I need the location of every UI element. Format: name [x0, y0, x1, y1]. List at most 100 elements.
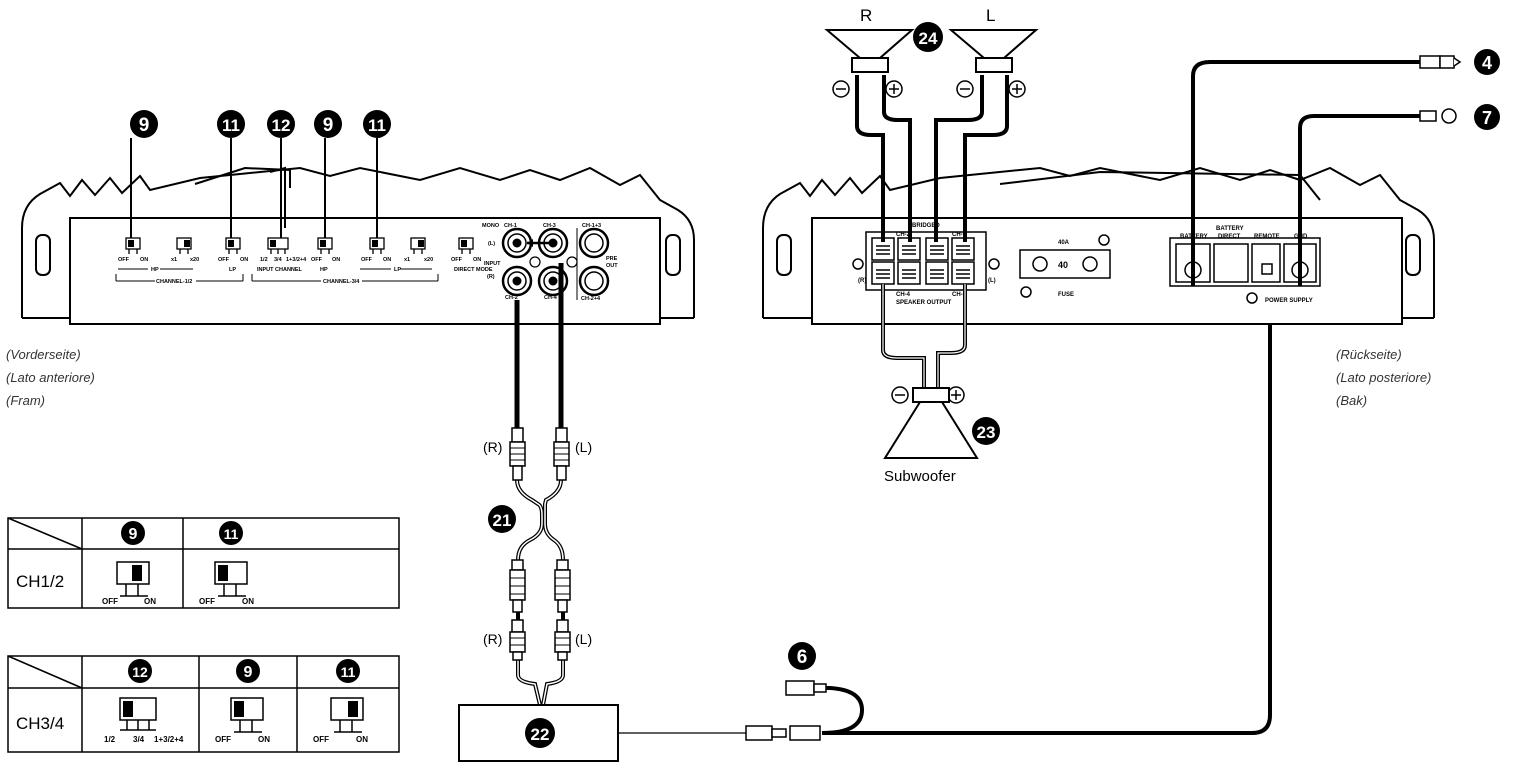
- front-callouts: 9 11 12 9 11: [130, 110, 391, 138]
- svg-text:LP: LP: [394, 267, 401, 273]
- t2-switch-3: [330, 697, 364, 733]
- svg-text:OFF: OFF: [118, 257, 130, 263]
- t1-switch-2: [214, 561, 248, 597]
- svg-text:(Bak): (Bak): [1336, 393, 1367, 408]
- callout-24: 24: [913, 22, 943, 52]
- svg-text:(Lato posteriore): (Lato posteriore): [1336, 370, 1431, 385]
- rear-amplifier: [762, 166, 1435, 325]
- t2-row-label: CH3/4: [16, 714, 64, 733]
- t2-callout-12: 12: [128, 659, 152, 683]
- callout-6: 6: [788, 642, 816, 670]
- svg-text:ON: ON: [473, 257, 481, 263]
- svg-text:x20: x20: [190, 257, 199, 263]
- battery-connector: [1419, 55, 1462, 69]
- svg-text:ON: ON: [258, 735, 270, 744]
- svg-text:11: 11: [224, 526, 239, 542]
- t2-callout-11: 11: [336, 659, 360, 683]
- t2-switch-1: [119, 697, 157, 731]
- t1-row-label: CH1/2: [16, 572, 64, 591]
- svg-text:ON: ON: [356, 735, 368, 744]
- svg-text:DIRECT: DIRECT: [1218, 234, 1241, 240]
- svg-text:OFF: OFF: [311, 257, 323, 263]
- ground-connector: [1419, 108, 1457, 124]
- svg-text:SPEAKER OUTPUT: SPEAKER OUTPUT: [896, 300, 952, 306]
- svg-text:FUSE: FUSE: [1058, 292, 1074, 298]
- svg-text:9: 9: [139, 115, 150, 136]
- cable-labels: (R) (L) (R) (L): [483, 439, 592, 647]
- svg-text:OFF: OFF: [102, 597, 118, 606]
- rca-plugs: [509, 427, 571, 661]
- t1-callout-9: 9: [121, 521, 145, 545]
- svg-text:INPUT CHANNEL: INPUT CHANNEL: [257, 267, 303, 273]
- svg-text:40: 40: [1058, 260, 1068, 270]
- svg-text:CH-1+3: CH-1+3: [582, 223, 601, 229]
- svg-text:OFF: OFF: [218, 257, 230, 263]
- svg-text:(R): (R): [483, 631, 502, 647]
- speaker-r: [824, 29, 915, 73]
- callout-21: 21: [488, 505, 516, 533]
- svg-text:BATTERY: BATTERY: [1216, 226, 1244, 232]
- svg-text:CH-1: CH-1: [504, 223, 517, 229]
- subwoofer-speaker: [883, 387, 979, 459]
- remote-lead: [618, 267, 1272, 735]
- callout-22: 22: [525, 718, 555, 748]
- svg-text:CH-3: CH-3: [952, 292, 967, 298]
- svg-text:HP: HP: [151, 267, 159, 273]
- table-ch34: [7, 655, 400, 753]
- svg-text:7: 7: [1482, 108, 1492, 128]
- svg-text:24: 24: [919, 29, 938, 48]
- speaker-l: [948, 29, 1039, 73]
- callout-11a: 11: [217, 110, 245, 138]
- svg-text:BRIDGED: BRIDGED: [912, 223, 940, 229]
- svg-text:12: 12: [132, 664, 148, 680]
- front-bracket-lines: [115, 268, 439, 282]
- svg-text:9: 9: [129, 526, 138, 543]
- svg-text:ON: ON: [240, 257, 248, 263]
- svg-text:MONO: MONO: [482, 223, 500, 229]
- speaker-l-label: L: [986, 6, 995, 25]
- svg-text:(Rückseite): (Rückseite): [1336, 347, 1402, 362]
- svg-text:OFF: OFF: [451, 257, 463, 263]
- svg-text:x1: x1: [171, 257, 177, 263]
- svg-text:40A: 40A: [1058, 240, 1070, 246]
- svg-text:(Lato anteriore): (Lato anteriore): [6, 370, 95, 385]
- callout-7: 7: [1474, 104, 1500, 130]
- svg-text:CH-2: CH-2: [896, 232, 911, 238]
- remote-connectors: [745, 680, 827, 741]
- svg-text:22: 22: [531, 725, 550, 744]
- svg-text:9: 9: [244, 664, 253, 681]
- svg-text:(Vorderseite): (Vorderseite): [6, 347, 81, 362]
- svg-text:9: 9: [323, 115, 334, 136]
- callout-23: 23: [972, 417, 1000, 445]
- svg-text:(R): (R): [858, 278, 866, 284]
- callout-11b: 11: [363, 110, 391, 138]
- svg-text:CH-2: CH-2: [505, 295, 518, 301]
- svg-text:ON: ON: [140, 257, 148, 263]
- svg-text:DIRECT MODE: DIRECT MODE: [454, 267, 493, 273]
- svg-text:1+3/2+4: 1+3/2+4: [286, 257, 307, 263]
- svg-text:1/2: 1/2: [104, 735, 116, 744]
- t2-callout-9: 9: [236, 659, 260, 683]
- svg-text:CH-1: CH-1: [952, 232, 967, 238]
- svg-text:CH-3: CH-3: [543, 223, 556, 229]
- t1-callout-11: 11: [219, 521, 243, 545]
- front-switches: [125, 237, 474, 254]
- svg-text:CHANNEL-3/4: CHANNEL-3/4: [323, 279, 360, 285]
- callout-12: 12: [267, 110, 295, 138]
- svg-text:4: 4: [1482, 53, 1492, 73]
- svg-text:CHANNEL-1/2: CHANNEL-1/2: [156, 279, 192, 285]
- svg-text:ON: ON: [383, 257, 391, 263]
- table-ch12: [7, 517, 400, 609]
- svg-text:CH-4: CH-4: [544, 295, 558, 301]
- svg-text:(L): (L): [575, 631, 592, 647]
- svg-text:3/4: 3/4: [274, 257, 283, 263]
- svg-text:OFF: OFF: [199, 597, 215, 606]
- subwoofer-label: Subwoofer: [884, 468, 956, 485]
- svg-text:OFF: OFF: [313, 735, 329, 744]
- speaker-r-label: R: [860, 6, 872, 25]
- svg-text:ON: ON: [332, 257, 340, 263]
- svg-text:ON: ON: [242, 597, 254, 606]
- svg-text:(L): (L): [488, 241, 495, 247]
- svg-text:x20: x20: [424, 257, 433, 263]
